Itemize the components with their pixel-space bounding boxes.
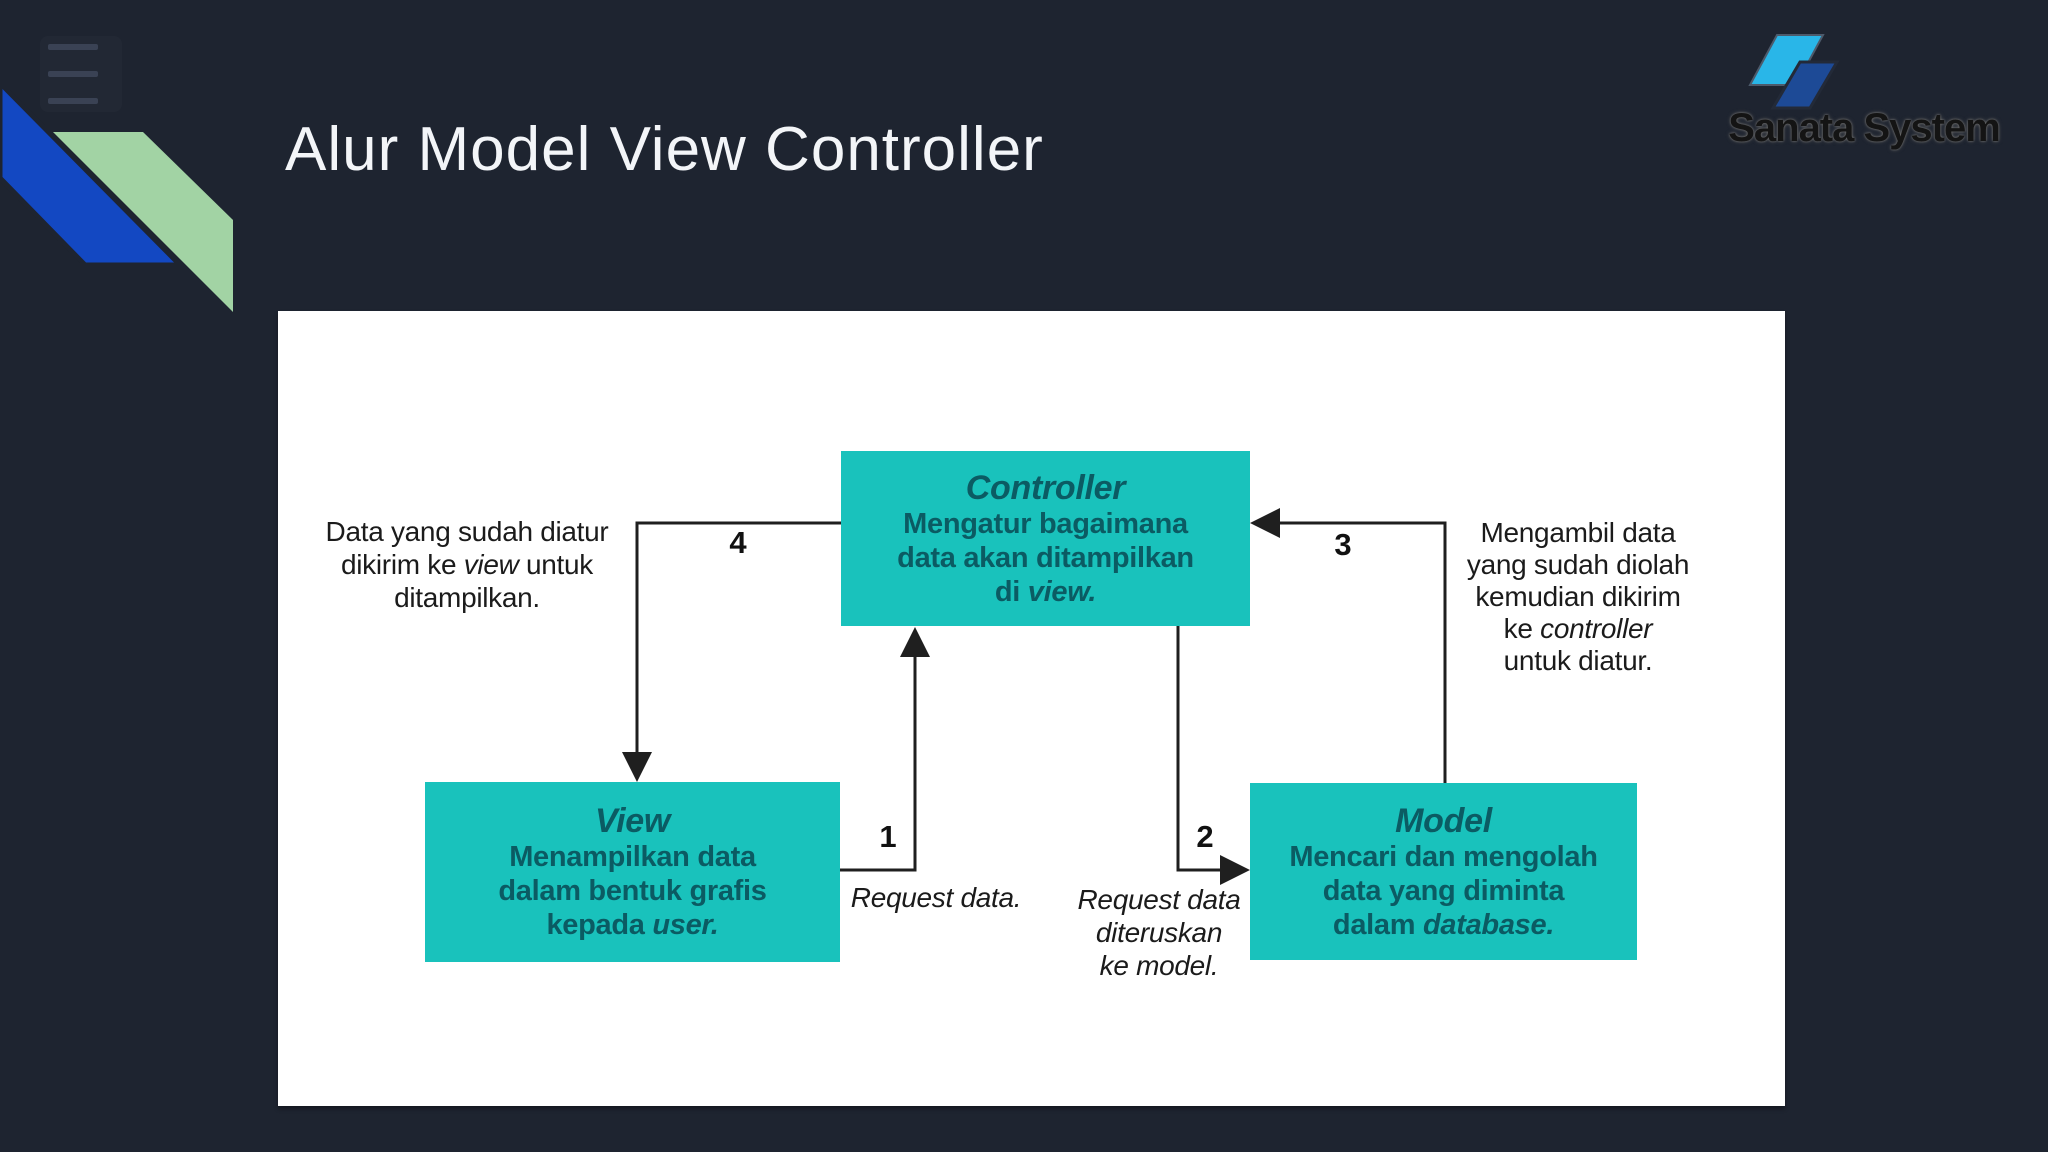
- model-description-line: Mencari dan mengolah: [1289, 840, 1598, 873]
- logo-icon: [1748, 34, 1840, 110]
- step-1-note: Request data.: [850, 882, 1022, 913]
- step-3-number: 3: [1334, 527, 1352, 562]
- controller-description-line: data akan ditampilkan: [897, 541, 1194, 574]
- hamburger-line: [48, 44, 98, 50]
- model-description-line: dalam database.: [1332, 908, 1555, 941]
- step-3-note: Mengambil data yang sudah diolah kemudia…: [1466, 517, 1690, 676]
- hamburger-menu-button[interactable]: [40, 36, 122, 112]
- model-box: Model Mencari dan mengolah data yang dim…: [1250, 783, 1637, 960]
- hamburger-line: [48, 98, 98, 104]
- controller-description-line: Mengatur bagaimana: [903, 507, 1188, 540]
- controller-box: Controller Mengatur bagaimana data akan …: [841, 451, 1250, 626]
- diagram-panel: Controller Mengatur bagaimana data akan …: [278, 311, 1785, 1106]
- model-title: Model: [1395, 801, 1492, 840]
- step-4-number: 4: [729, 525, 747, 560]
- controller-title: Controller: [965, 468, 1126, 507]
- step-2-note: Request data diteruskan ke model.: [1077, 884, 1241, 981]
- decorative-ribbons: [0, 79, 233, 312]
- logo: Sanata System: [1700, 20, 2030, 150]
- view-description-line: dalam bentuk grafis: [498, 875, 767, 907]
- logo-dark-parallelogram: [1770, 60, 1840, 110]
- step-4-note: Data yang sudah diatur dikirim ke view u…: [325, 516, 609, 613]
- arrow-lines: [622, 508, 1447, 885]
- arrow-1-view-to-controller: [840, 627, 930, 872]
- arrow-2-controller-to-model: [1176, 626, 1250, 885]
- logo-text: Sanata System: [1728, 106, 2001, 150]
- arrow-3-model-to-controller: [1250, 508, 1447, 783]
- step-2-number: 2: [1196, 819, 1214, 854]
- green-ribbon: [53, 132, 233, 312]
- view-title: View: [594, 802, 671, 840]
- view-description-line: kepada user.: [546, 909, 719, 941]
- view-description-line: Menampilkan data: [509, 841, 756, 873]
- view-box: View Menampilkan data dalam bentuk grafi…: [425, 782, 840, 962]
- step-1-number: 1: [879, 819, 897, 854]
- blue-ribbon: [0, 79, 186, 268]
- model-description-line: data yang diminta: [1322, 874, 1565, 907]
- page-title: Alur Model View Controller: [285, 115, 1044, 184]
- controller-description-line: di view.: [994, 575, 1097, 608]
- arrow-4-controller-to-view: [622, 521, 841, 782]
- hamburger-line: [48, 71, 98, 77]
